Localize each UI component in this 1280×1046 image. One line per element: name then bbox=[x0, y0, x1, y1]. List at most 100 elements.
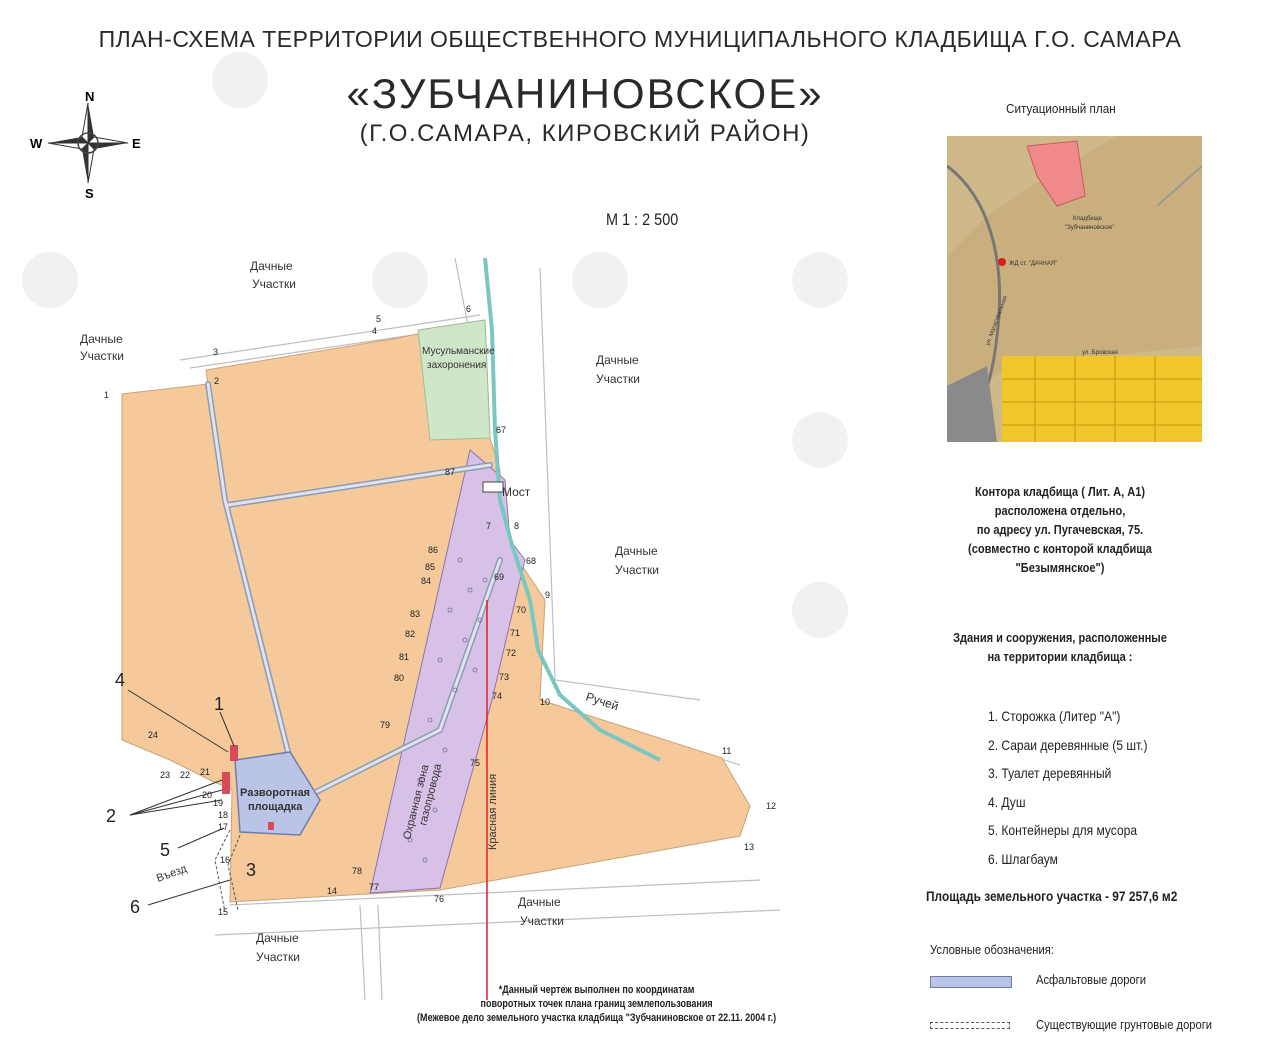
svg-text:4: 4 bbox=[372, 326, 377, 336]
svg-text:76: 76 bbox=[434, 894, 444, 904]
svg-text:7: 7 bbox=[486, 521, 491, 531]
svg-text:3: 3 bbox=[246, 860, 256, 880]
svg-text:Участки: Участки bbox=[615, 563, 659, 577]
svg-text:площадка: площадка bbox=[248, 801, 303, 813]
muslim-burials-area bbox=[417, 319, 491, 441]
svg-text:Участки: Участки bbox=[252, 277, 296, 291]
office-line4: (совместно с конторой кладбища "Безымянс… bbox=[968, 541, 1152, 575]
buildings-title: Здания и сооружения, расположенные на те… bbox=[953, 630, 1167, 664]
stream bbox=[483, 257, 661, 762]
svg-text:10: 10 bbox=[540, 697, 550, 707]
svg-text:6: 6 bbox=[130, 897, 140, 917]
svg-text:68: 68 bbox=[526, 556, 536, 566]
svg-text:24: 24 bbox=[148, 730, 158, 740]
office-line3: по адресу ул. Пугачевская, 75. bbox=[976, 522, 1144, 537]
svg-text:Дачные: Дачные bbox=[615, 544, 658, 558]
svg-text:80: 80 bbox=[394, 673, 404, 683]
map-title-line1: ПЛАН-СХЕМА ТЕРРИТОРИИ ОБЩЕСТВЕННОГО МУНИ… bbox=[98, 26, 1182, 52]
svg-text:78: 78 bbox=[352, 866, 362, 876]
svg-text:Участки: Участки bbox=[520, 914, 564, 928]
svg-text:79: 79 bbox=[380, 720, 390, 730]
compass-s: S bbox=[85, 186, 94, 200]
svg-text:Участки: Участки bbox=[80, 349, 124, 363]
svg-text:20: 20 bbox=[202, 790, 212, 800]
svg-text:Красная линия: Красная линия bbox=[487, 774, 499, 850]
dacha-blocks bbox=[1002, 356, 1202, 442]
svg-text:Ручей: Ручей bbox=[584, 690, 620, 714]
svg-text:Въезд: Въезд bbox=[155, 863, 189, 885]
office-line1: Контора кладбища ( Лит. А, А1) bbox=[974, 484, 1146, 499]
gas-pipeline-zone bbox=[369, 449, 526, 894]
svg-text:3: 3 bbox=[213, 347, 218, 357]
svg-text:86: 86 bbox=[428, 545, 438, 555]
svg-text:77: 77 bbox=[369, 882, 379, 892]
svg-text:Дачные: Дачные bbox=[256, 931, 299, 945]
svg-text:ул. Бровская: ул. Бровская bbox=[1082, 350, 1118, 356]
bridge-icon bbox=[482, 481, 504, 493]
map-title-name: «ЗУБЧАНИНОВСКОЕ» bbox=[346, 70, 824, 117]
svg-text:2: 2 bbox=[214, 376, 219, 386]
legend-title: Условные обозначения: bbox=[930, 942, 1054, 957]
turning-area bbox=[234, 751, 321, 836]
legend-asphalt-swatch bbox=[930, 976, 1012, 988]
ground-roads bbox=[214, 829, 241, 913]
situation-plan-title: Ситуационный план bbox=[1006, 101, 1116, 116]
compass-rose-icon: N S W E bbox=[30, 89, 141, 200]
svg-text:Мост: Мост bbox=[502, 485, 531, 499]
compass-w: W bbox=[30, 136, 43, 151]
svg-text:23: 23 bbox=[160, 770, 170, 780]
map-title-district: (Г.О.САМАРА, КИРОВСКИЙ РАЙОН) bbox=[359, 120, 811, 147]
svg-text:19: 19 bbox=[213, 798, 223, 808]
building-item: 4. Душ bbox=[988, 793, 1026, 810]
legend-asphalt-label: Асфальтовые дороги bbox=[1036, 972, 1146, 987]
svg-text:87: 87 bbox=[445, 467, 455, 477]
building-item: 6. Шлагбаум bbox=[988, 850, 1058, 867]
svg-text:69: 69 bbox=[494, 572, 504, 582]
compass-n: N bbox=[85, 89, 94, 104]
svg-text:6: 6 bbox=[466, 304, 471, 314]
sheds-icon bbox=[222, 772, 230, 794]
svg-text:захоронения: захоронения bbox=[427, 360, 486, 371]
footnote: *Данный чертеж выполнен по координатам п… bbox=[417, 984, 777, 1024]
svg-text:11: 11 bbox=[722, 746, 731, 756]
svg-text:12: 12 bbox=[766, 801, 776, 811]
svg-text:16: 16 bbox=[220, 855, 230, 865]
svg-text:2: 2 bbox=[106, 806, 116, 826]
svg-text:Дачные: Дачные bbox=[518, 895, 561, 909]
svg-text:83: 83 bbox=[410, 609, 420, 619]
guardhouse-icon bbox=[230, 745, 238, 761]
svg-text:13: 13 bbox=[744, 842, 754, 852]
compass-e: E bbox=[132, 136, 141, 151]
svg-text:ЖД ст. "ДАЧНАЯ": ЖД ст. "ДАЧНАЯ" bbox=[1009, 261, 1057, 267]
legend-ground-label: Существующие грунтовые дороги bbox=[1036, 1017, 1213, 1032]
svg-text:15: 15 bbox=[218, 907, 228, 917]
svg-text:70: 70 bbox=[516, 605, 526, 615]
svg-text:Дачные: Дачные bbox=[596, 353, 639, 367]
svg-text:14: 14 bbox=[327, 886, 337, 896]
svg-text:Мусульманские: Мусульманские bbox=[422, 346, 495, 357]
svg-text:22: 22 bbox=[180, 770, 190, 780]
building-item: 5. Контейнеры для мусора bbox=[988, 822, 1138, 838]
svg-text:75: 75 bbox=[470, 758, 480, 768]
svg-text:73: 73 bbox=[499, 672, 509, 682]
station-marker-icon bbox=[998, 258, 1006, 266]
building-item: 2. Сараи деревянные (5 шт.) bbox=[988, 736, 1148, 753]
map-scale: М 1 : 2 500 bbox=[606, 210, 679, 229]
svg-text:Участки: Участки bbox=[596, 372, 640, 386]
svg-text:17: 17 bbox=[218, 822, 228, 832]
svg-text:18: 18 bbox=[218, 810, 228, 820]
svg-text:72: 72 bbox=[506, 648, 516, 658]
svg-text:5: 5 bbox=[376, 314, 381, 324]
svg-text:82: 82 bbox=[405, 629, 415, 639]
office-line2: расположена отдельно, bbox=[994, 503, 1126, 518]
svg-text:84: 84 bbox=[421, 576, 431, 586]
svg-text:9: 9 bbox=[545, 590, 550, 600]
situation-plan-map: Кладбище "Зубчаниновское" ЖД ст. "ДАЧНАЯ… bbox=[947, 136, 1202, 442]
building-callouts: 4 1 2 5 3 6 bbox=[106, 670, 256, 917]
office-info: Контора кладбища ( Лит. А, А1) расположе… bbox=[924, 482, 1196, 577]
svg-text:Кладбище: Кладбище bbox=[1073, 216, 1102, 222]
svg-text:4: 4 bbox=[115, 670, 125, 690]
callout-lines bbox=[127, 689, 235, 906]
